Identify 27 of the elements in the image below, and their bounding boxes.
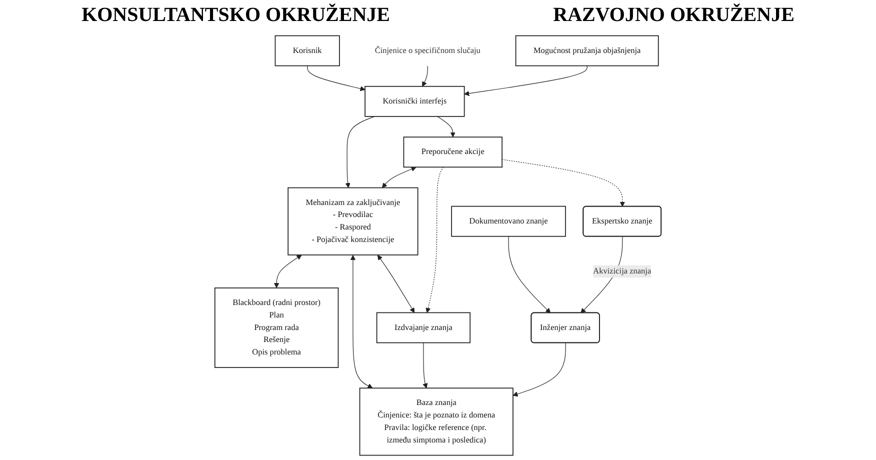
arrow <box>464 65 588 96</box>
node-text: Činjenice o specifičnom slučaju <box>374 46 480 56</box>
arrow <box>422 65 428 87</box>
arrow <box>274 254 302 288</box>
node-box: Dokumentovano znanje <box>451 206 566 237</box>
node-box: Mogućnost pružanja objašnjenja <box>515 35 659 66</box>
arrow <box>345 116 375 188</box>
node-box: Izdvajanje znanja <box>376 312 471 344</box>
node-box: Preporučene akcije <box>403 136 502 168</box>
arrow <box>377 254 415 313</box>
node-box: Korisnički interfejs <box>364 86 465 117</box>
node-box: Mehanizam za zaključivanje - Prevodilac - Raspored - Pojačivač konzistencije <box>288 187 418 256</box>
arrow <box>508 236 551 314</box>
arrow <box>502 159 625 207</box>
arrow <box>382 166 416 188</box>
arrow <box>437 116 456 138</box>
node-box: Blackboard (radni prostor) Plan Program rada Rešenje Opis problema <box>214 287 339 368</box>
section-heading: RAZVOJNO OKRUŽENJE <box>553 4 794 27</box>
arrow <box>422 342 428 388</box>
arrow <box>350 254 373 388</box>
node-box: Korisnik <box>274 35 340 66</box>
arrow <box>307 65 366 92</box>
edge-label: Akvizicija znanja <box>593 267 652 276</box>
node-box: Baza znanja Činjenice: šta je poznato iz domena Pravila: logičke reference (npr. između simptoma i posledica) <box>359 388 514 456</box>
arrow <box>512 342 566 397</box>
section-heading: KONSULTANTSKO OKRUŽENJE <box>82 4 390 27</box>
arrow <box>426 166 444 313</box>
